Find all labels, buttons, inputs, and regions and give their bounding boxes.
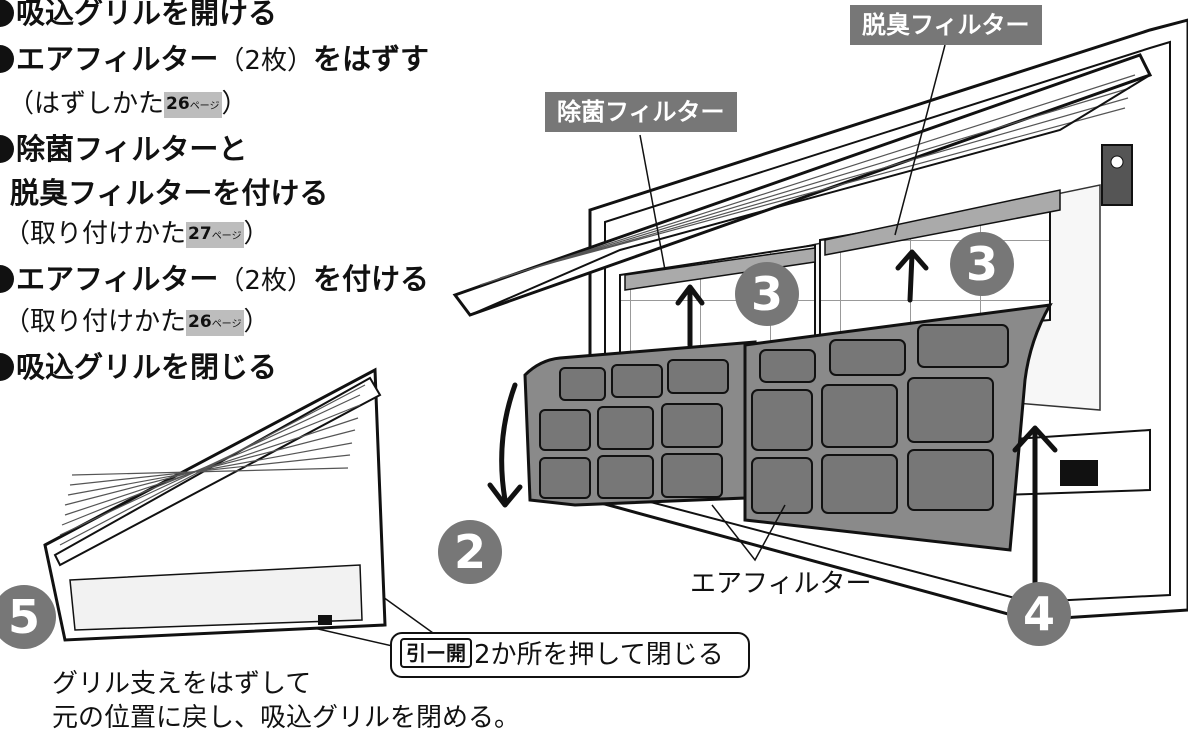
page-ref-badge: 27ページ (186, 222, 244, 248)
step-2-paren: （2枚） (218, 46, 313, 76)
note-line-1: グリル支えをはずして (52, 669, 312, 699)
step-4-circle: 4 (1007, 582, 1071, 646)
step-5-text: 吸込グリルを閉じる (16, 350, 278, 384)
page-ref-badge: 26ページ (186, 310, 244, 336)
step-5: 吸込グリルを閉じる (0, 350, 277, 384)
step-1-marker (0, 0, 14, 27)
step-4-marker (0, 265, 14, 293)
step-3-circle-left: 3 (735, 262, 799, 326)
deodorizing-filter-label: 脱臭フィルター (850, 5, 1042, 45)
step-3-circle-right: 3 (950, 232, 1014, 296)
step-2-text-b: をはずす (312, 42, 429, 76)
ref-prefix: （取り付けかた (4, 219, 187, 249)
note-line-2: 元の位置に戻し、吸込グリルを閉める。 (52, 703, 521, 733)
air-filter-right (743, 303, 1053, 552)
air-filter-left (523, 340, 757, 507)
intake-grille-open (452, 53, 1153, 317)
ref-suffix: ） (221, 89, 248, 119)
step-4: エアフィルター（2枚）を付ける (0, 262, 429, 298)
step-2: エアフィルター（2枚）をはずす (0, 42, 429, 78)
step-4-paren: （2枚） (218, 266, 313, 296)
callout-text: 2か所を押して閉じる (474, 640, 724, 670)
step-4-text-b: を付ける (312, 262, 429, 296)
step-3-line-1: 除菌フィルターと (16, 132, 248, 166)
ref-prefix: （はずしかた (8, 89, 165, 119)
step-1-text: 吸込グリルを開ける (16, 0, 278, 30)
step-2-marker (0, 45, 14, 73)
ref-suffix: ） (243, 307, 270, 337)
step-1: 吸込グリルを開ける (0, 0, 277, 30)
step-4-text-a: エアフィルター (16, 262, 219, 296)
step-5-circle: 5 (0, 585, 56, 649)
sterilizing-filter-label: 除菌フィルター (545, 92, 737, 132)
air-filter-label: エアフィルター (690, 569, 872, 599)
step-2-text-a: エアフィルター (16, 42, 219, 76)
step-3: 除菌フィルターと (0, 132, 247, 166)
step-2-circle: 2 (438, 520, 502, 584)
ref-suffix: ） (243, 219, 270, 249)
page-ref-badge: 26ページ (164, 92, 222, 118)
step-3-marker (0, 135, 14, 163)
step-5-marker (0, 353, 14, 381)
step-3-line-2: 脱臭フィルターを付ける (10, 176, 329, 210)
intake-grille-closed (43, 367, 387, 642)
ref-prefix: （取り付けかた (4, 307, 187, 337)
step-3-line-2-row: 脱臭フィルターを付ける (10, 176, 328, 210)
push-open-label: 引ー開 (400, 638, 472, 668)
